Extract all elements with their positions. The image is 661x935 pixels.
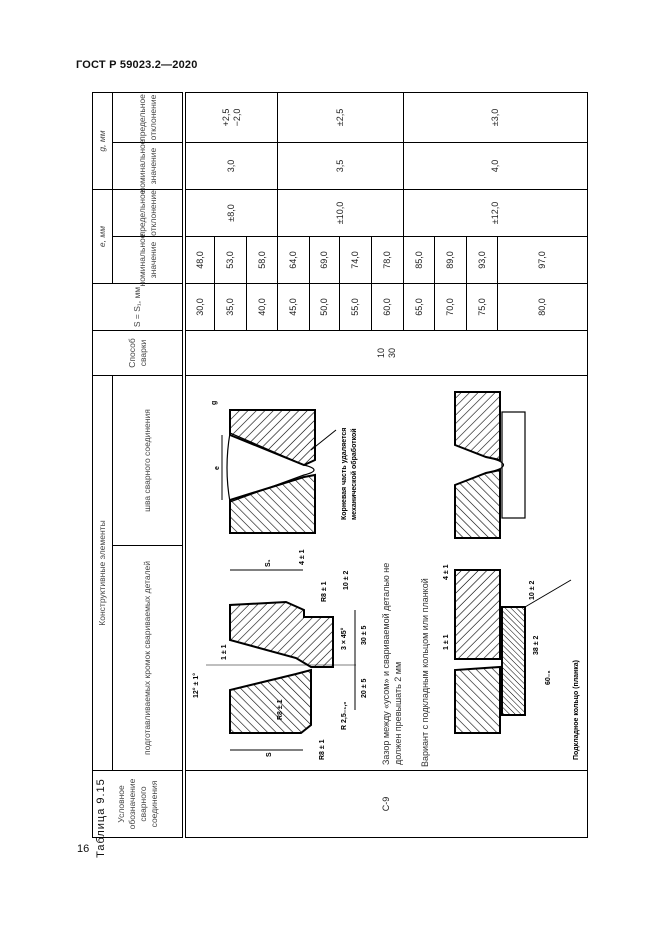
plate-right-with-lip: [229, 600, 334, 668]
svg-text:4 ± 1: 4 ± 1: [299, 549, 306, 565]
g-nominal-cell: 3,0: [185, 142, 278, 190]
gap-note: Зазор между «усом» и свариваемой деталью…: [381, 562, 403, 765]
thickness-cell: 75,0: [466, 283, 498, 331]
e-nominal-cell: 64,0: [277, 236, 310, 284]
e-deviation-cell: ±8,0: [185, 189, 278, 237]
plate-right: [229, 409, 316, 467]
header-g-nominal: номинальное значение: [112, 140, 183, 192]
thickness-cell: 35,0: [214, 283, 247, 331]
header-e-nominal: номинальное значение: [112, 234, 183, 286]
svg-text:механической обработкой: механической обработкой: [350, 428, 358, 520]
backing-plate: [501, 411, 526, 519]
e-nominal-cell: 53,0: [214, 236, 247, 284]
backing-ring: [501, 606, 526, 716]
e-nominal-cell: 78,0: [371, 236, 404, 284]
thickness-cell: 45,0: [277, 283, 310, 331]
svg-text:Корневая часть удаляется: Корневая часть удаляется: [341, 428, 348, 520]
svg-text:Подкладное кольцо (планка): Подкладное кольцо (планка): [573, 660, 580, 760]
method-cell: 10 30: [185, 330, 588, 376]
backing-ring-weld-drawing: [454, 391, 526, 539]
svg-text:3 × 45°: 3 × 45°: [340, 627, 348, 650]
svg-text:R8 ± 1: R8 ± 1: [277, 699, 284, 720]
header-e-deviation: предельное отклонение: [112, 189, 183, 237]
e-nominal-cell: 85,0: [403, 236, 435, 284]
header-thickness: S = S₁, мм: [92, 283, 183, 331]
edge-preparation-drawing: 12° ± 1° 1 ± 1 S S₁ R8 ± 1 R8 ± 1 R8 ± 1…: [192, 549, 368, 760]
document-title: ГОСТ Р 59023.2—2020: [76, 59, 198, 71]
svg-text:e: e: [214, 466, 221, 470]
designation-cell: С-9: [185, 770, 588, 838]
g-deviation-cell: ±2,5: [277, 92, 404, 143]
e-nominal-cell: 89,0: [434, 236, 467, 284]
svg-text:S₁: S₁: [265, 559, 272, 567]
header-constructive: Конструктивные элементы: [92, 375, 113, 771]
page-number: 16: [77, 843, 90, 855]
variant-note: Вариант с подкладным кольцом или планкой: [420, 578, 430, 767]
e-nominal-cell: 93,0: [466, 236, 498, 284]
g-deviation-cell: ±3,0: [403, 92, 588, 143]
e-nominal-cell: 58,0: [246, 236, 278, 284]
header-weld-seam: шва сварного соединения: [112, 375, 183, 546]
g-nominal-cell: 3,5: [277, 142, 404, 190]
thickness-cell: 65,0: [403, 283, 435, 331]
svg-text:S: S: [266, 752, 273, 757]
svg-text:g: g: [211, 401, 218, 405]
svg-text:1 ± 1: 1 ± 1: [221, 644, 228, 660]
header-e: e, мм: [92, 189, 113, 284]
thickness-cell: 40,0: [246, 283, 278, 331]
g-deviation-cell: +2,5 −2,0: [185, 92, 278, 143]
svg-text:30 ± 5: 30 ± 5: [361, 625, 368, 645]
e-nominal-cell: 69,0: [309, 236, 340, 284]
header-prepared-edges: подготавливаемых кромок свариваемых дета…: [112, 545, 183, 771]
e-deviation-cell: ±12,0: [403, 189, 588, 237]
header-g-deviation: предельное отклонение: [112, 92, 183, 143]
svg-text:R 2,5₋₁,₀: R 2,5₋₁,₀: [341, 702, 348, 730]
svg-text:4 ± 1: 4 ± 1: [443, 564, 450, 580]
thickness-cell: 70,0: [434, 283, 467, 331]
plate-left: [229, 473, 316, 534]
plate-left: [229, 668, 312, 734]
table-9-15: Условное обозначение сварного соединения…: [92, 92, 588, 838]
thickness-cell: 60,0: [371, 283, 404, 331]
e-nominal-cell: 48,0: [185, 236, 215, 284]
svg-text:38 ± 2: 38 ± 2: [533, 635, 540, 655]
svg-text:10 ± 2: 10 ± 2: [529, 580, 536, 600]
svg-text:10 ± 2: 10 ± 2: [343, 570, 350, 590]
weld-joint-drawings: 12° ± 1° 1 ± 1 S S₁ R8 ± 1 R8 ± 1 R8 ± 1…: [192, 391, 580, 760]
svg-text:20 ± 5: 20 ± 5: [361, 678, 368, 698]
e-nominal-cell: 74,0: [339, 236, 372, 284]
svg-text:12° ± 1°: 12° ± 1°: [192, 673, 200, 698]
weld-seam-drawing: e g Корневая часть удаляется механическо…: [211, 401, 358, 534]
g-nominal-cell: 4,0: [403, 142, 588, 190]
e-nominal-cell: 97,0: [497, 236, 588, 284]
thickness-cell: 55,0: [339, 283, 372, 331]
e-deviation-cell: ±10,0: [277, 189, 404, 237]
svg-text:60₋₆: 60₋₆: [545, 670, 552, 685]
thickness-cell: 50,0: [309, 283, 340, 331]
header-designation: Условное обозначение сварного соединения: [92, 770, 183, 838]
thickness-cell: 30,0: [185, 283, 215, 331]
svg-text:1 ± 1: 1 ± 1: [443, 634, 450, 650]
header-g: g, мм: [92, 92, 113, 190]
svg-text:R8 ± 1: R8 ± 1: [319, 739, 326, 760]
header-method: Способ сварки: [92, 330, 183, 376]
thickness-cell: 80,0: [497, 283, 588, 331]
svg-text:R8 ± 1: R8 ± 1: [321, 581, 328, 602]
backing-ring-edge-drawing: 1 ± 1 4 ± 1 10 ± 2 38 ± 2 60₋₆ Подкладно…: [443, 564, 580, 760]
